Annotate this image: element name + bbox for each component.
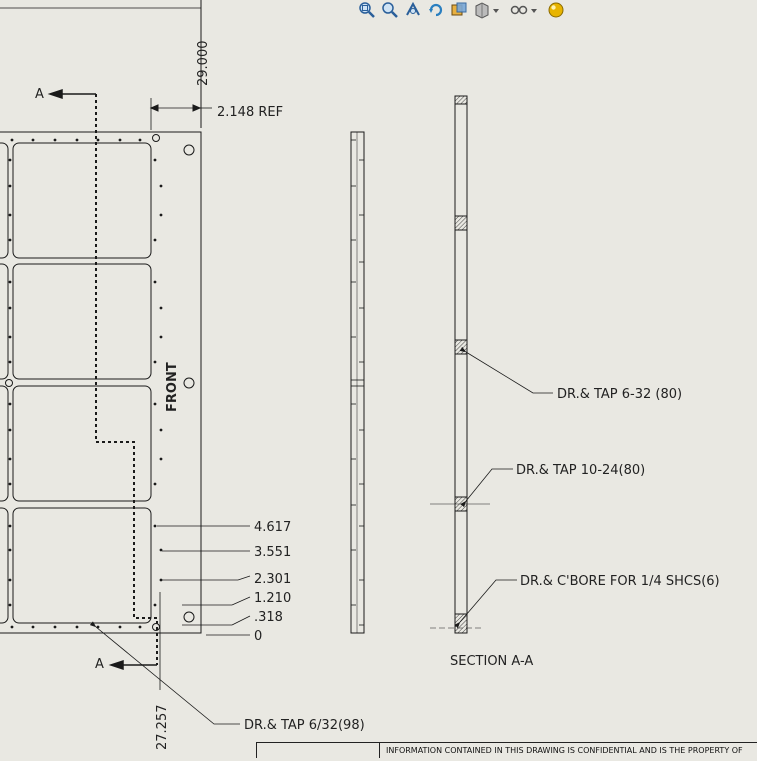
pockets	[0, 142, 152, 624]
hide-show-items-icon[interactable]	[509, 1, 539, 19]
zoom-to-fit-icon[interactable]	[358, 1, 376, 19]
zoom-to-area-icon[interactable]	[381, 1, 399, 19]
view-toolbar	[356, 0, 586, 22]
title-block: INFORMATION CONTAINED IN THIS DRAWING IS…	[256, 742, 757, 758]
section-marker-top: A	[35, 87, 44, 102]
ordinate-318[interactable]: .318	[254, 610, 283, 625]
ordinate-leaders	[157, 525, 251, 690]
tapped-holes	[8, 138, 163, 629]
rotate-view-icon[interactable]	[427, 1, 445, 19]
section-arrows	[47, 88, 157, 671]
callout-tap-6-32-front[interactable]: DR.& TAP 6/32(98)	[244, 718, 365, 733]
section-view	[430, 95, 490, 634]
ordinate-2301[interactable]: 2.301	[254, 572, 291, 587]
front-view	[0, 0, 212, 634]
callout-cbore[interactable]: DR.& C'BORE FOR 1/4 SHCS(6)	[520, 574, 720, 589]
display-style-icon[interactable]	[473, 1, 501, 19]
side-view-ticks	[351, 139, 364, 626]
apply-scene-icon[interactable]	[547, 1, 565, 19]
confidential-notice: INFORMATION CONTAINED IN THIS DRAWING IS…	[379, 743, 757, 758]
callout-tap-6-32-section[interactable]: DR.& TAP 6-32 (80)	[557, 387, 682, 402]
section-marker-bottom: A	[95, 657, 104, 672]
ordinate-3551[interactable]: 3.551	[254, 545, 291, 560]
ordinate-0[interactable]: 0	[254, 629, 262, 644]
callout-leader-tap-6-32	[89, 621, 240, 725]
side-view	[350, 131, 365, 634]
previous-view-icon[interactable]	[404, 1, 422, 19]
section-title: SECTION A-A	[450, 654, 533, 669]
ordinate-1210[interactable]: 1.210	[254, 591, 291, 606]
dimension-height[interactable]: 29.000	[196, 41, 211, 87]
section-line-a-a[interactable]	[95, 94, 158, 665]
dimension-bottom[interactable]: 27.257	[155, 705, 170, 751]
callout-tap-10-24[interactable]: DR.& TAP 10-24(80)	[516, 463, 645, 478]
section-view-icon[interactable]	[450, 1, 468, 19]
section-callout-leaders	[454, 346, 553, 629]
dimension-ref[interactable]: 2.148 REF	[217, 105, 283, 120]
ordinate-4617[interactable]: 4.617	[254, 520, 291, 535]
front-label: FRONT	[165, 362, 180, 412]
